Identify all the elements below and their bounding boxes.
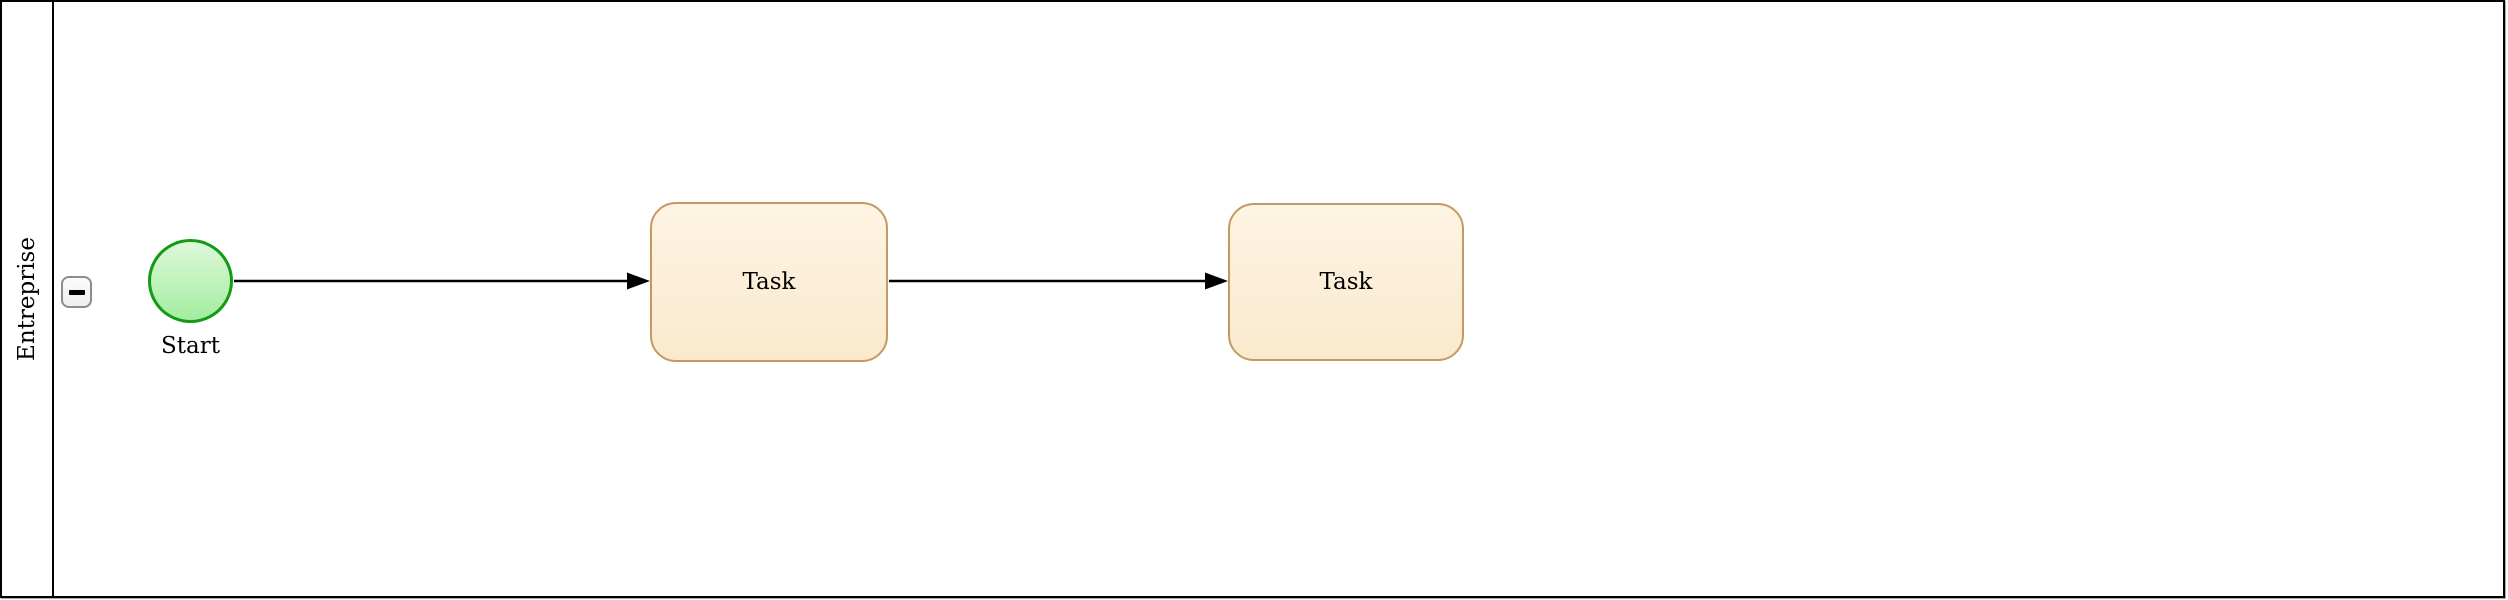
start-event [148,239,233,323]
arrowhead-icon [1205,272,1228,290]
pool-lane-header: Entreprise [2,2,54,596]
start-event-label: Start [161,333,220,359]
task-node-1: Task [650,202,888,362]
sequence-flow-task1-to-task2 [889,272,1228,290]
pool-collapse-button[interactable] [61,276,92,308]
arrowhead-icon [627,272,650,290]
sequence-flow-start-to-task1 [234,272,650,290]
task-2-label: Task [1319,269,1373,295]
pool-title: Entreprise [14,237,41,361]
task-1-label: Task [742,269,796,295]
minus-icon [68,289,85,295]
task-node-2: Task [1228,203,1464,361]
